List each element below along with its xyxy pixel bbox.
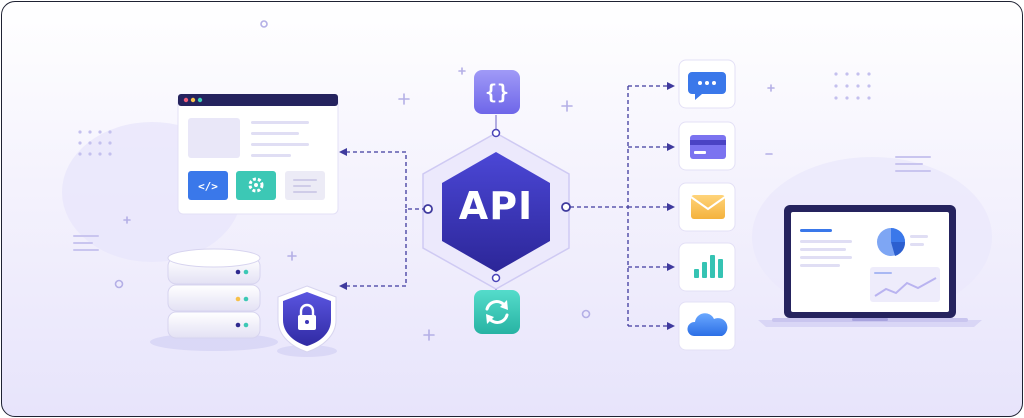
- code-braces-icon: {}: [474, 70, 520, 114]
- sync-icon: [474, 290, 520, 334]
- shield-lock-icon: [277, 285, 337, 357]
- plus-decor: [123, 67, 775, 341]
- browser-window-icon: </>: [177, 94, 339, 215]
- cloud-icon: [678, 301, 736, 351]
- chat-icon: [678, 59, 736, 109]
- api-hub-label: API: [458, 184, 534, 228]
- laptop-icon: [758, 205, 982, 327]
- left-connectors: [344, 151, 426, 287]
- svg-text:{}: {}: [485, 80, 509, 104]
- right-connectors: [570, 85, 670, 327]
- credit-card-icon: [678, 121, 736, 171]
- api-hub-hexagon: [442, 152, 550, 272]
- svg-text:</>: </>: [198, 180, 218, 193]
- bar-chart-icon: [678, 242, 736, 292]
- decor-lines: [73, 156, 931, 251]
- dot-grid-left: [78, 130, 112, 156]
- dot-grid-right: [834, 72, 871, 100]
- mail-icon: [678, 182, 736, 232]
- database-icon: [150, 248, 278, 351]
